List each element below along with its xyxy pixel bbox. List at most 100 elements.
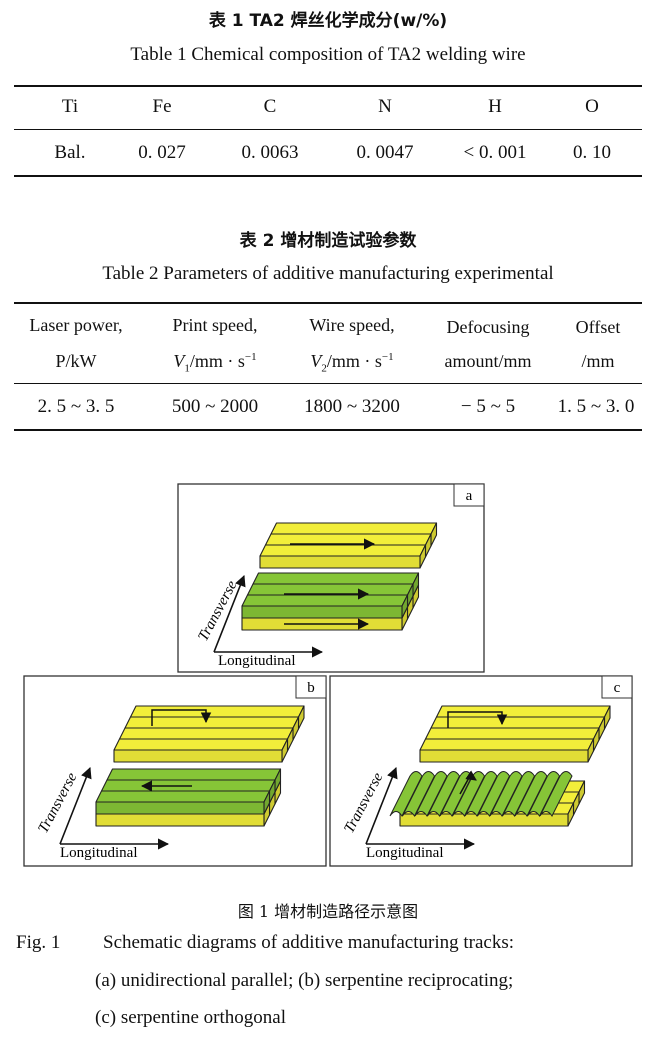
table1-header-h: H	[488, 96, 502, 117]
table2-title-cn: 表 2 增材制造试验参数	[239, 231, 417, 251]
figure-caption-line2: (a) unidirectional parallel; (b) serpent…	[95, 970, 514, 991]
bead-top	[124, 716, 300, 729]
panel-b: b Longitudinal Transverse	[23, 675, 327, 867]
bead-front	[113, 749, 283, 763]
bead-front	[419, 749, 589, 763]
table2-cell-laser: 2. 5 ~ 3. 5	[37, 396, 115, 417]
bead-top	[259, 544, 427, 557]
figure-caption-line3: (c) serpentine orthogonal	[95, 1007, 286, 1028]
panel-c-upper-yellow	[419, 705, 611, 763]
table1-title-cn: 表 1 TA2 焊丝化学成分(w/%)	[208, 11, 448, 31]
green-bead-transverse	[389, 771, 423, 817]
table1-header-fe: Fe	[152, 96, 172, 117]
table2-header-print: Print speed,	[172, 315, 258, 335]
bead-top	[106, 768, 282, 781]
panel-b-letter: b	[307, 680, 315, 696]
panel-c: c Longitudinal Transverse	[329, 675, 633, 867]
table1-cell-h: < 0. 001	[463, 142, 527, 163]
bead-top	[252, 572, 420, 585]
panel-b-axes-arrows	[59, 766, 170, 850]
panel-c-stack	[389, 705, 611, 827]
axis-transverse-arrow	[365, 766, 398, 845]
table1-bottom-rule	[14, 175, 642, 177]
panel-a-axes-arrows	[213, 574, 324, 658]
panel-a: a Longitudinal Transverse	[177, 483, 485, 673]
green-bead-transverse	[539, 771, 573, 817]
bead-top	[95, 790, 271, 803]
table1-cell-ti: Bal.	[54, 142, 86, 163]
panel-c-arrow-top	[447, 711, 508, 728]
table1-cell-o: 0. 10	[573, 142, 611, 163]
table1-mid-rule	[14, 129, 642, 130]
table2-mid-rule	[14, 383, 642, 384]
table2-header-wire: Wire speed,	[309, 315, 395, 335]
table2-top-rule	[14, 302, 642, 304]
table2-header-defocus-unit: amount/mm	[444, 351, 532, 371]
panel-c-arrow-mid	[459, 770, 477, 795]
table1-top-rule	[14, 85, 642, 87]
figure-caption-line1: Schematic diagrams of additive manufactu…	[103, 932, 514, 953]
table2-cell-defocus: − 5 ~ 5	[460, 396, 516, 417]
panel-b-green-layer	[95, 768, 282, 815]
table2-title-en: Table 2 Parameters of additive manufactu…	[102, 263, 554, 284]
green-bead-transverse	[489, 771, 523, 817]
panel-b-arrow-top	[151, 709, 212, 726]
panel-a-axis-x: Longitudinal	[218, 653, 296, 669]
table1-cell-n: 0. 0047	[356, 142, 414, 163]
bead-top	[118, 727, 294, 740]
panel-c-axis-x: Longitudinal	[366, 845, 444, 861]
table2-header-offset: Offset	[575, 317, 621, 337]
bead-top	[424, 727, 600, 740]
panel-a-upper-yellow	[259, 522, 438, 569]
green-bead-transverse	[477, 771, 511, 817]
bead-front	[95, 813, 265, 827]
axis-transverse-arrow	[59, 766, 92, 845]
table1-header-o: O	[585, 96, 599, 117]
bead-top	[113, 738, 289, 751]
green-bead-transverse	[464, 771, 498, 817]
table2-cell-offset: 1. 5 ~ 3. 0	[557, 396, 635, 417]
panel-c-green-transverse	[389, 771, 573, 817]
panel-c-frame	[329, 675, 633, 867]
table2-header-laser-unit: P/kW	[55, 351, 97, 371]
bead-front	[259, 555, 421, 569]
bead-top	[129, 705, 305, 718]
panel-a-green-layer	[241, 572, 420, 619]
panel-c-axes-arrows	[365, 766, 476, 850]
table2-header-wire-unit: V2/mm · s−1	[310, 351, 394, 375]
panel-b-stack	[95, 705, 305, 827]
table2-header-laser: Laser power,	[29, 315, 123, 335]
panel-c-letter: c	[614, 680, 621, 696]
table2-bottom-rule	[14, 429, 642, 431]
green-bead-transverse	[502, 771, 536, 817]
table1-cell-fe: 0. 027	[138, 142, 186, 163]
green-bead-transverse	[402, 771, 436, 817]
panel-b-upper-yellow	[113, 705, 305, 763]
bead-front	[241, 605, 403, 619]
table1-header-n: N	[378, 96, 392, 117]
bead-top	[270, 522, 438, 535]
table1-header-c: C	[263, 96, 277, 117]
panel-b-axis-x: Longitudinal	[60, 845, 138, 861]
table2-header-print-unit: V1/mm · s−1	[173, 351, 257, 375]
green-bead-transverse	[514, 771, 548, 817]
table2-cell-wire: 1800 ~ 3200	[304, 396, 400, 417]
figure-caption-cn: 图 1 增材制造路径示意图	[237, 902, 419, 921]
green-bead-transverse	[427, 771, 461, 817]
table2-cell-print: 500 ~ 2000	[171, 396, 259, 417]
green-bead-transverse	[414, 771, 448, 817]
table2-header-defocus: Defocusing	[446, 317, 530, 337]
panel-a-stack	[241, 522, 438, 631]
figure-1: a Longitudinal Transverse b Longitudinal…	[23, 483, 633, 867]
panel-a-letter: a	[466, 488, 473, 504]
table1-header-ti: Ti	[61, 96, 79, 117]
table2-header-offset-unit: /mm	[581, 351, 615, 371]
green-bead-transverse	[527, 771, 561, 817]
bead-top	[241, 594, 409, 607]
figure-caption-label: Fig. 1	[16, 932, 61, 953]
bead-front	[399, 813, 569, 827]
bead-top	[430, 716, 606, 729]
bead-top	[419, 738, 595, 751]
axis-transverse-arrow	[213, 574, 246, 653]
table1-cell-c: 0. 0063	[241, 142, 299, 163]
